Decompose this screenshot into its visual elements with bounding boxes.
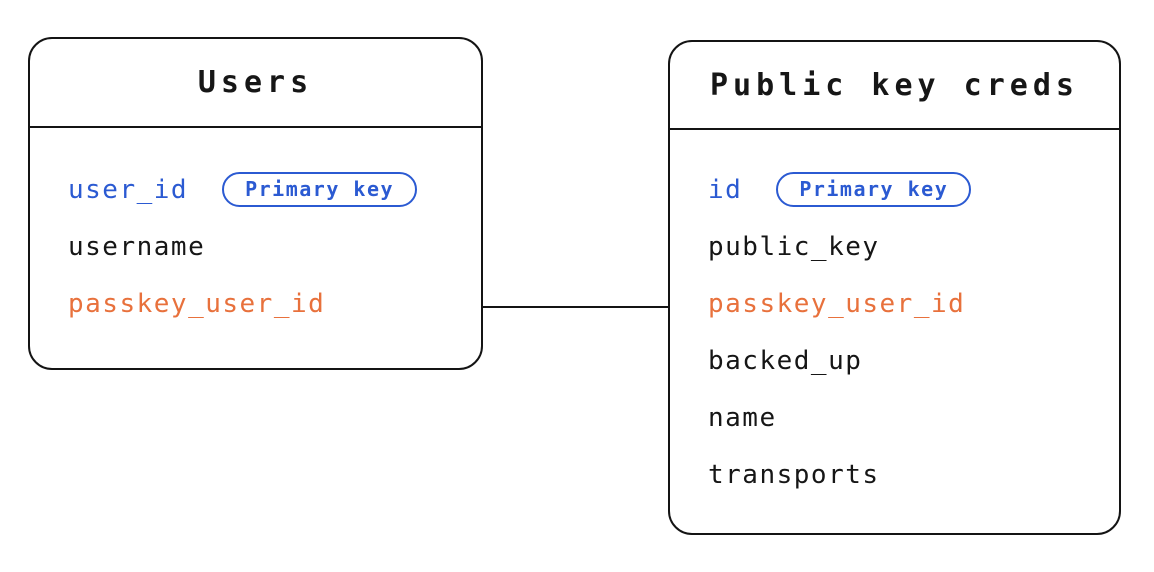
field-row-user-id: user_id Primary key	[68, 161, 481, 218]
table-title: Public key creds	[710, 67, 1079, 103]
table-node-users[interactable]: Users user_id Primary key username passk…	[28, 37, 483, 370]
table-node-public-key-creds[interactable]: Public key creds id Primary key public_k…	[668, 40, 1121, 535]
field-row-passkey-user-id: passkey_user_id	[708, 275, 1119, 332]
field-name: username	[68, 231, 206, 262]
field-row-username: username	[68, 218, 481, 275]
field-row-transports: transports	[708, 446, 1119, 503]
field-name-primary-key: user_id	[68, 174, 189, 205]
field-name: public_key	[708, 231, 880, 262]
table-field-list: id Primary key public_key passkey_user_i…	[670, 130, 1119, 503]
field-row-public-key: public_key	[708, 218, 1119, 275]
field-row-passkey-user-id: passkey_user_id	[68, 275, 481, 332]
table-field-list: user_id Primary key username passkey_use…	[30, 128, 481, 332]
field-name-foreign-key: passkey_user_id	[708, 288, 966, 319]
field-row-name: name	[708, 389, 1119, 446]
field-name: backed_up	[708, 345, 863, 376]
primary-key-badge: Primary key	[222, 172, 418, 207]
table-header: Users	[30, 39, 481, 128]
relationship-line	[483, 306, 668, 308]
table-title: Users	[197, 65, 314, 100]
field-row-id: id Primary key	[708, 161, 1119, 218]
field-name: transports	[708, 459, 880, 490]
field-name-primary-key: id	[708, 174, 743, 205]
primary-key-badge: Primary key	[776, 172, 972, 207]
table-header: Public key creds	[670, 42, 1119, 130]
field-name: name	[708, 402, 777, 433]
field-row-backed-up: backed_up	[708, 332, 1119, 389]
field-name-foreign-key: passkey_user_id	[68, 288, 326, 319]
